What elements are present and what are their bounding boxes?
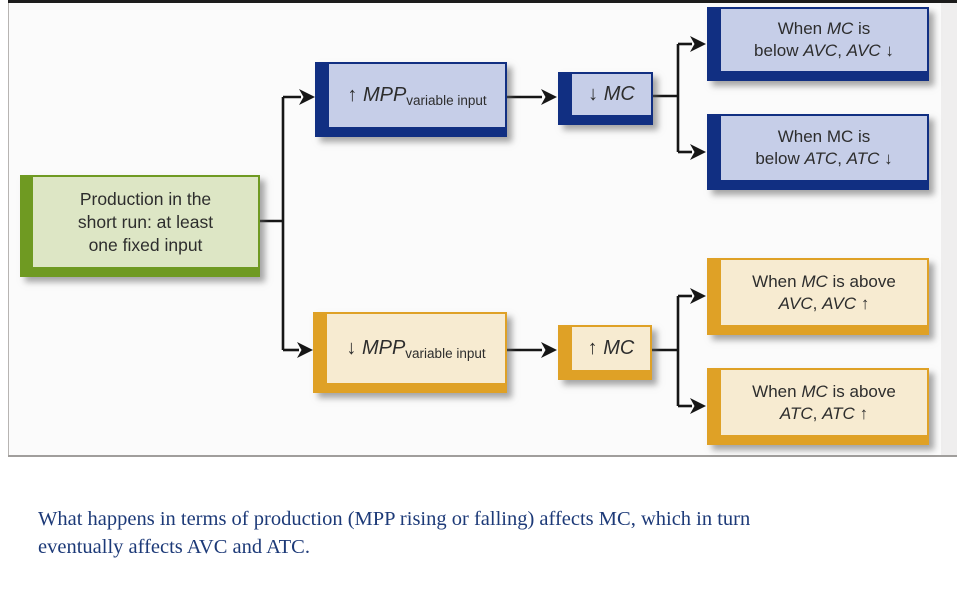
node-mc-down: ↓ MC bbox=[558, 72, 653, 125]
node-fill: When MC is above AVC, AVC ↑ bbox=[721, 260, 927, 325]
node-label-line: When MC is above bbox=[752, 271, 896, 291]
mpp-subscript: variable input bbox=[406, 92, 487, 108]
node-label: ↓ MPPvariable input bbox=[346, 337, 485, 361]
node-label-line: one fixed input bbox=[88, 234, 203, 255]
mpp-subscript: variable input bbox=[405, 345, 486, 361]
node-label: When MC is below ATC, ATC ↓ bbox=[755, 126, 892, 170]
node-label-line: AVC, AVC ↑ bbox=[778, 293, 870, 313]
figure-right-gutter bbox=[941, 3, 957, 455]
node-fill: When MC is below AVC, AVC ↓ bbox=[721, 9, 927, 71]
node-fill: ↓ MC bbox=[572, 74, 651, 115]
node-fill: When MC is above ATC, ATC ↑ bbox=[721, 370, 927, 435]
arrowhead-icon bbox=[541, 89, 557, 105]
down-arrow-glyph: ↓ bbox=[346, 336, 362, 359]
node-label: ↑ MPPvariable input bbox=[347, 84, 486, 108]
node-outcome-mc-below-atc: When MC is below ATC, ATC ↓ bbox=[707, 114, 929, 190]
arrowhead-icon bbox=[299, 89, 315, 105]
connector-arrowheads bbox=[297, 36, 706, 414]
arrowhead-icon bbox=[690, 398, 706, 414]
node-label-line: below ATC, ATC ↓ bbox=[755, 149, 893, 168]
node-outcome-mc-above-atc: When MC is above ATC, ATC ↑ bbox=[707, 368, 929, 445]
node-label: Production in the short run: at least on… bbox=[78, 188, 213, 257]
node-label-line: Production in the bbox=[79, 188, 212, 209]
node-fill: ↑ MPPvariable input bbox=[329, 64, 505, 127]
node-label: When MC is above ATC, ATC ↑ bbox=[752, 381, 896, 425]
node-mpp-up: ↑ MPPvariable input bbox=[315, 62, 507, 137]
mpp-term: MPP bbox=[362, 83, 407, 106]
node-mpp-down: ↓ MPPvariable input bbox=[313, 312, 507, 393]
node-production-short-run: Production in the short run: at least on… bbox=[20, 175, 260, 277]
figure-caption: What happens in terms of production (MPP… bbox=[38, 505, 940, 561]
node-outcome-mc-above-avc: When MC is above AVC, AVC ↑ bbox=[707, 258, 929, 335]
caption-line: What happens in terms of production (MPP… bbox=[38, 508, 751, 530]
node-mc-up: ↑ MC bbox=[558, 325, 652, 380]
figure-top-rule bbox=[8, 0, 957, 3]
figure-bottom-rule bbox=[8, 455, 957, 457]
node-label: When MC is below AVC, AVC ↓ bbox=[754, 18, 894, 62]
node-fill: ↑ MC bbox=[572, 327, 650, 370]
arrowhead-icon bbox=[690, 144, 706, 160]
node-fill: Production in the short run: at least on… bbox=[33, 177, 258, 267]
mpp-term: MPP bbox=[361, 336, 406, 359]
node-label-line: When MC is bbox=[777, 19, 871, 38]
up-arrow-glyph: ↑ bbox=[587, 337, 604, 359]
node-label-line: When MC is bbox=[777, 127, 871, 146]
node-fill: ↓ MPPvariable input bbox=[327, 314, 505, 383]
node-label: ↑ MC bbox=[588, 337, 635, 360]
node-label-line: ATC, ATC ↑ bbox=[779, 403, 869, 423]
connector-line-group bbox=[260, 42, 692, 408]
mc-term: MC bbox=[603, 337, 635, 359]
node-outcome-mc-below-avc: When MC is below AVC, AVC ↓ bbox=[707, 7, 929, 81]
arrowhead-icon bbox=[690, 36, 706, 52]
node-label-line: short run: at least bbox=[77, 211, 214, 232]
node-label: When MC is above AVC, AVC ↑ bbox=[752, 271, 896, 315]
node-fill: When MC is below ATC, ATC ↓ bbox=[721, 116, 927, 180]
down-arrow-glyph: ↓ bbox=[588, 83, 604, 105]
up-arrow-glyph: ↑ bbox=[347, 83, 363, 106]
node-label: ↓ MC bbox=[588, 83, 635, 106]
node-label-line: When MC is above bbox=[752, 381, 896, 401]
node-label-line: below AVC, AVC ↓ bbox=[754, 41, 894, 60]
arrowhead-icon bbox=[541, 342, 557, 358]
caption-line: eventually affects AVC and ATC. bbox=[38, 536, 310, 558]
arrowhead-icon bbox=[690, 288, 706, 304]
mc-term: MC bbox=[603, 83, 635, 105]
arrowhead-icon bbox=[297, 342, 313, 358]
